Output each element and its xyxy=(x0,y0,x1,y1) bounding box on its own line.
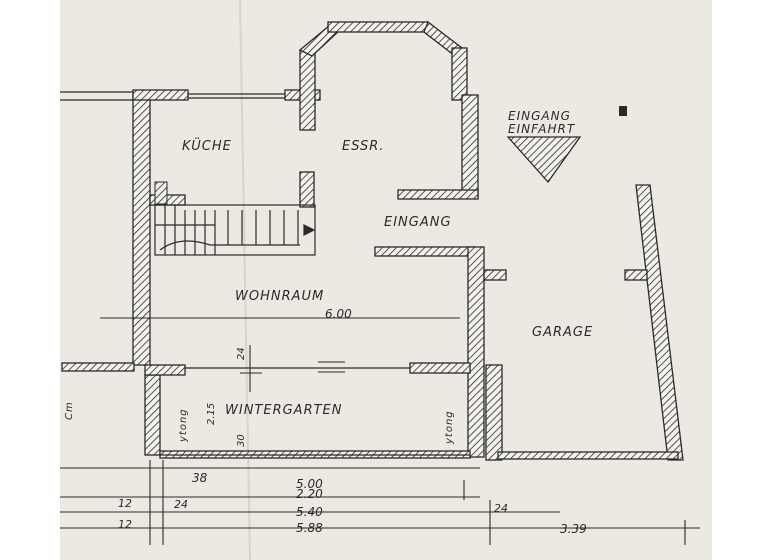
entrance-triangle xyxy=(506,136,582,184)
dim-v215: 2.15 xyxy=(206,403,217,425)
walls xyxy=(61,20,684,461)
wall-bay-top xyxy=(327,21,429,33)
wall-top-left xyxy=(132,89,189,101)
dim-wohnraum-width: 6.00 xyxy=(325,307,352,321)
dim-339: 3.39 xyxy=(560,522,587,536)
dim-24b: 24 xyxy=(494,502,508,515)
window-marks xyxy=(60,91,470,456)
dim-24a: 24 xyxy=(174,498,188,511)
wall-bay-left xyxy=(299,49,316,131)
label-wintergarten: WINTERGARTEN xyxy=(225,403,342,418)
wall-middle-right-stub xyxy=(483,269,507,281)
label-eingang-einfahrt-1: EINGANG xyxy=(508,109,571,123)
wall-wintergarten-top-right xyxy=(409,362,471,374)
label-ytong-left: ytong xyxy=(178,408,189,443)
wall-dining-right xyxy=(461,94,479,199)
dim-500: 5.00 xyxy=(296,477,323,491)
staircase xyxy=(154,204,316,256)
dim-38: 38 xyxy=(192,471,208,485)
wall-left-exterior xyxy=(132,94,151,366)
dim-v24: 24 xyxy=(236,347,247,360)
label-wohnraum: WOHNRAUM xyxy=(235,289,324,304)
wall-dining-bottom xyxy=(397,189,479,200)
dimension-lines xyxy=(60,317,700,545)
wall-middle-top xyxy=(374,246,476,257)
wall-wintergarten-top-left xyxy=(144,364,186,376)
label-garage: GARAGE xyxy=(532,325,593,340)
dim-12a: 12 xyxy=(118,497,132,510)
wall-left-outer-stub xyxy=(61,362,135,372)
dim-12b: 12 xyxy=(118,518,132,531)
label-kueche: KÜCHE xyxy=(182,137,232,154)
label-left-edge: Cm xyxy=(64,401,75,420)
wall-garage-bottom xyxy=(497,451,679,460)
dim-588: 5.88 xyxy=(296,521,323,535)
label-essr: ESSR. xyxy=(342,139,384,154)
wall-bay-right xyxy=(451,47,468,101)
dim-220: 2.20 xyxy=(296,487,323,501)
wall-middle-right xyxy=(467,246,485,458)
dim-v30: 30 xyxy=(236,434,247,447)
wall-garage-right xyxy=(635,184,684,461)
label-ytong-right: ytong xyxy=(444,410,455,445)
wall-garage-stub xyxy=(624,269,648,281)
label-eingang-einfahrt-2: EINFAHRT xyxy=(508,122,576,136)
stair-landing-mark xyxy=(154,181,168,205)
wall-left-lower xyxy=(144,374,161,456)
entrance-marker xyxy=(619,106,627,116)
wall-kitchen-partition xyxy=(299,171,315,208)
dim-540: 5.40 xyxy=(296,505,323,519)
paper-sheet xyxy=(60,0,712,560)
label-eingang: EINGANG xyxy=(384,215,452,230)
door-swings xyxy=(318,361,345,373)
wall-garage-left xyxy=(485,364,503,461)
paper-fold-line xyxy=(239,0,251,560)
